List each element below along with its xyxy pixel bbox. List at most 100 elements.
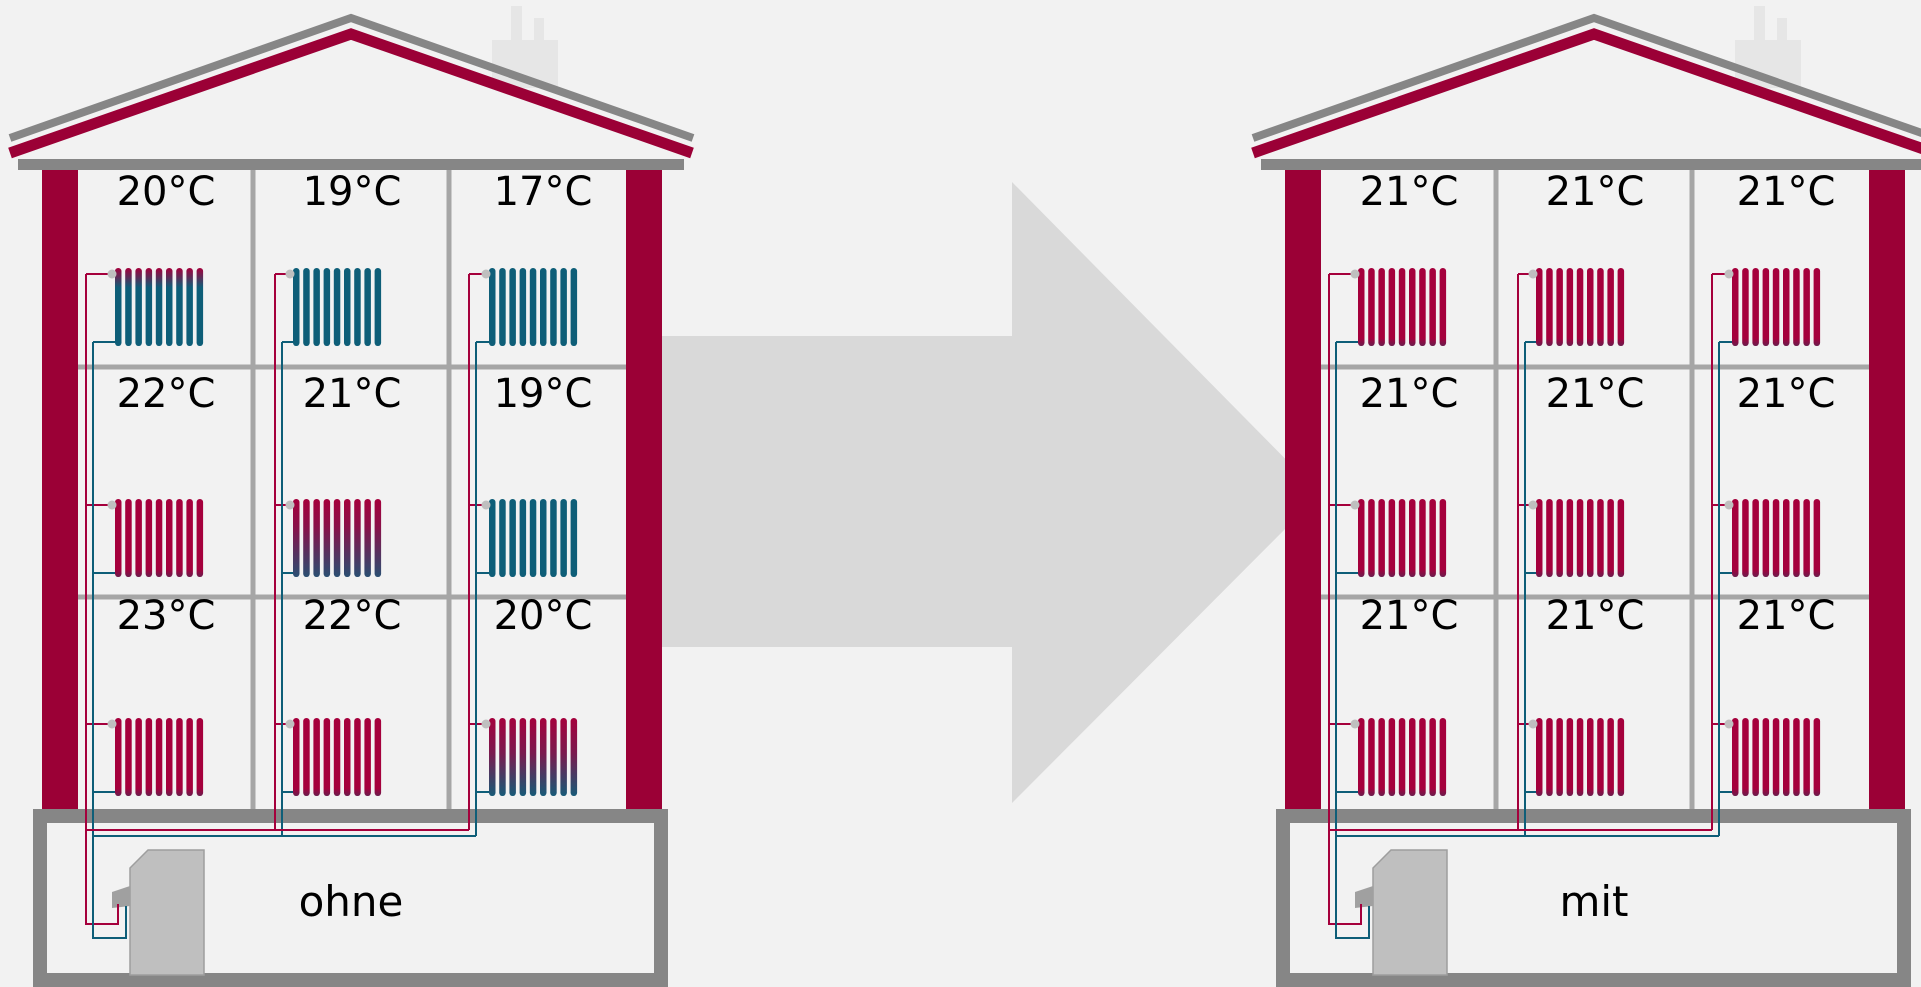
radiator-fin [1752, 499, 1759, 577]
radiator-fin [1368, 499, 1375, 577]
radiator-fin [1429, 268, 1436, 346]
radiator-fin [1388, 718, 1396, 796]
radiator [1536, 499, 1625, 577]
radiator-fin [540, 718, 547, 796]
room-temperature: 21°C [1546, 169, 1645, 215]
radiator-fin [1429, 718, 1436, 796]
valve [285, 500, 295, 510]
chimney-pipe [1777, 18, 1787, 46]
room-temperature: 21°C [1360, 593, 1459, 639]
radiator-fin [529, 499, 537, 577]
radiator-fin [155, 499, 163, 577]
radiator-fin [1398, 718, 1406, 796]
radiator-fin [570, 718, 578, 796]
radiator [115, 268, 204, 346]
radiator-fin [1597, 268, 1604, 346]
radiator-fin [1772, 718, 1780, 796]
radiator-fin [135, 718, 142, 796]
room-temperature: 19°C [303, 169, 402, 215]
radiator-fin [333, 718, 341, 796]
radiator [1732, 499, 1821, 577]
valve [107, 500, 117, 510]
radiator-fin [166, 268, 173, 346]
radiator-fin [550, 718, 557, 796]
valve [1528, 500, 1538, 510]
radiator-fin [303, 268, 310, 346]
radiator-fin [1813, 499, 1821, 577]
valve [107, 719, 117, 729]
chimney-pipe [1754, 6, 1765, 46]
radiator-fin [560, 499, 567, 577]
room-temperature: 20°C [494, 593, 593, 639]
radiator-fin [550, 268, 557, 346]
radiator-fin [354, 268, 361, 346]
radiator-fin [1439, 268, 1447, 346]
basement [33, 809, 668, 987]
radiator-fin [1378, 499, 1385, 577]
radiator [489, 718, 578, 796]
radiator-fin [1813, 268, 1821, 346]
radiator-fin [344, 268, 351, 346]
valve [481, 719, 491, 729]
radiator-fin [509, 718, 516, 796]
radiator-fin [1358, 718, 1365, 796]
room-temperature: 19°C [494, 371, 593, 417]
eave [18, 159, 684, 170]
radiator-fin [1742, 268, 1749, 346]
radiator-fin [176, 499, 183, 577]
radiator [1732, 268, 1821, 346]
radiator-fin [1803, 268, 1810, 346]
radiator [1358, 268, 1447, 346]
radiator-fin [540, 268, 547, 346]
radiator-fin [570, 499, 578, 577]
radiator [1536, 718, 1625, 796]
radiator-fin [293, 499, 300, 577]
radiator-fin [1617, 268, 1625, 346]
radiator-fin [1378, 718, 1385, 796]
radiator-fin [145, 718, 153, 796]
radiator-fin [1368, 718, 1375, 796]
radiator-fin [303, 499, 310, 577]
house-label: mit [1559, 877, 1628, 926]
radiator-fin [1617, 718, 1625, 796]
radiator-fin [1378, 268, 1385, 346]
return-main [1335, 835, 1719, 939]
radiator-fin [115, 718, 122, 796]
radiator-fin [1732, 499, 1739, 577]
radiator-fin [145, 268, 153, 346]
room-temperature: 22°C [117, 371, 216, 417]
radiator-fin [186, 718, 193, 796]
interior [78, 170, 626, 810]
right-wall [1869, 170, 1905, 810]
radiator-fin [364, 499, 371, 577]
chimney-pipe [534, 18, 544, 46]
radiator-fin [1587, 718, 1594, 796]
radiator-fin [1566, 718, 1574, 796]
radiator-fin [1576, 499, 1584, 577]
radiator-fin [374, 718, 382, 796]
radiator-fin [1587, 499, 1594, 577]
radiator-fin [1388, 268, 1396, 346]
valve [285, 719, 295, 729]
radiator [1536, 268, 1625, 346]
radiator-fin [1409, 499, 1416, 577]
room-temperature: 21°C [1546, 371, 1645, 417]
valve [1528, 719, 1538, 729]
radiator [115, 718, 204, 796]
radiator-fin [293, 718, 300, 796]
radiator [293, 268, 382, 346]
radiator-fin [1566, 499, 1574, 577]
radiator-fin [186, 268, 193, 346]
radiator-fin [1419, 268, 1426, 346]
radiator-fin [1536, 268, 1543, 346]
radiator-fin [135, 268, 142, 346]
radiator-fin [313, 499, 320, 577]
radiator-fin [1783, 718, 1790, 796]
radiator-fin [166, 718, 173, 796]
room-temperature: 21°C [1360, 371, 1459, 417]
radiator-fin [1732, 268, 1739, 346]
valve [285, 269, 295, 279]
interior [1321, 170, 1869, 810]
radiator-fin [1439, 499, 1447, 577]
